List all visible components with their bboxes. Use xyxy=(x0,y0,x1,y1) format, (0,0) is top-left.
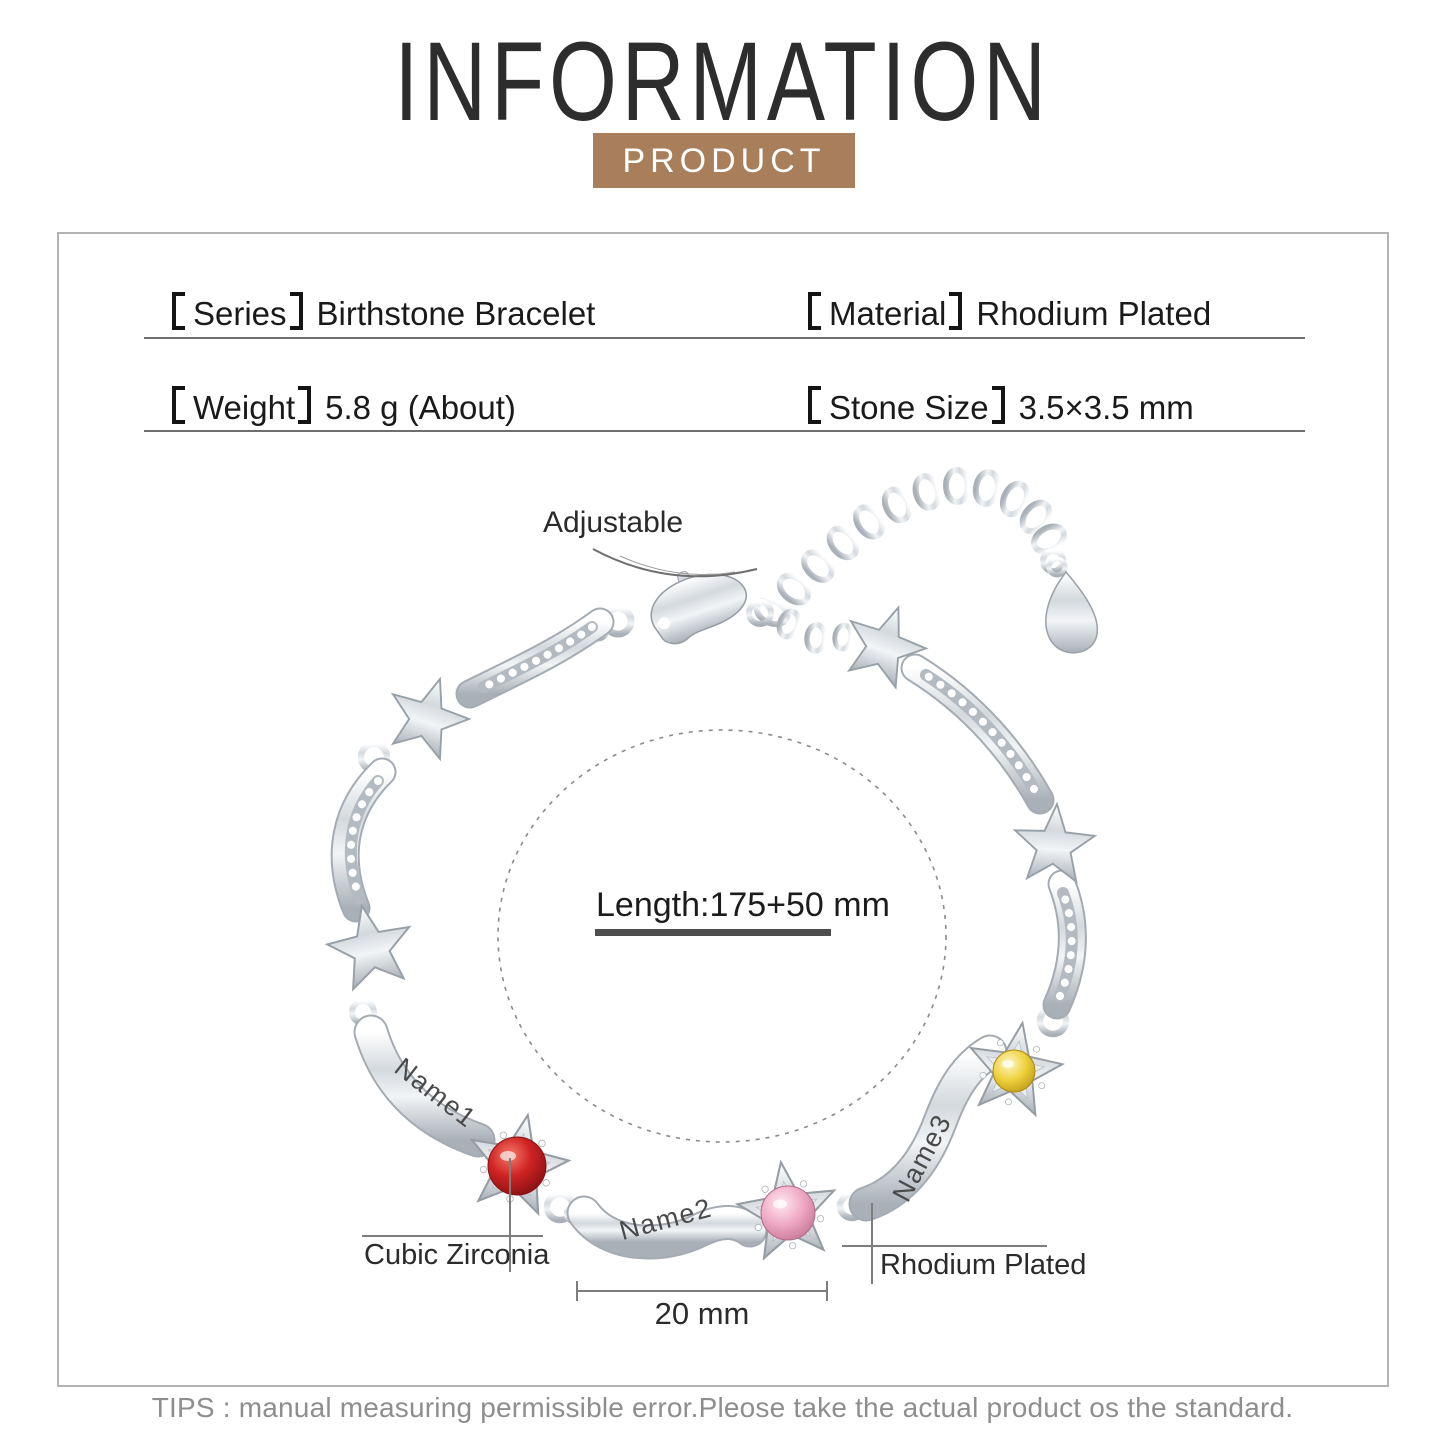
name2-bar xyxy=(566,1195,768,1260)
callout-lines xyxy=(362,1158,1047,1301)
teardrop-tag xyxy=(1045,556,1099,654)
adjustable-pointer-line-2 xyxy=(619,555,736,576)
bracket-open-icon xyxy=(172,292,185,330)
spec-weight-label: Weight xyxy=(193,389,296,426)
stone-yellow xyxy=(992,1049,1036,1093)
spec-divider-2 xyxy=(144,430,1305,432)
bracket-close-icon xyxy=(991,386,1005,424)
length-label: Length:175+50 mm xyxy=(596,886,890,924)
spec-material-value: Rhodium Plated xyxy=(976,295,1212,332)
star-charm-red xyxy=(458,1103,578,1219)
pave-bar-top-left xyxy=(455,607,615,709)
bracket-open-icon xyxy=(172,386,185,424)
adjustable-pointer-line xyxy=(592,548,758,578)
bracket-close-icon xyxy=(298,386,312,424)
stone-red xyxy=(487,1136,547,1196)
dashed-guide-circle xyxy=(497,729,947,1143)
page-title: INFORMATION xyxy=(394,19,1051,144)
spec-series: Series Birthstone Bracelet xyxy=(172,287,595,333)
name1-bar xyxy=(353,1014,496,1158)
spec-series-label: Series xyxy=(193,295,287,332)
star-charm-mid-left xyxy=(319,896,421,994)
spec-stone-size-value: 3.5×3.5 mm xyxy=(1018,389,1194,426)
bracket-close-icon xyxy=(949,292,963,330)
product-badge: PRODUCT xyxy=(593,133,855,188)
pave-bar-left xyxy=(330,757,397,923)
spec-weight-value: 5.8 g (About) xyxy=(325,389,516,426)
spec-divider-1 xyxy=(144,337,1305,339)
spec-weight: Weight 5.8 g (About) xyxy=(172,381,516,427)
name3-bar xyxy=(848,1034,1008,1222)
cubic-zirconia-label: Cubic Zirconia xyxy=(364,1239,550,1271)
rhodium-plated-label: Rhodium Plated xyxy=(880,1249,1087,1281)
star-charm-right xyxy=(1010,800,1098,884)
spec-material-label: Material xyxy=(829,295,947,332)
spec-material: Material Rhodium Plated xyxy=(808,287,1211,333)
extension-chain xyxy=(753,467,1067,628)
width-measure-label: 20 mm xyxy=(654,1296,750,1331)
adjustable-label: Adjustable xyxy=(543,506,684,539)
star-charm-upper-left xyxy=(377,665,479,765)
bracket-open-icon xyxy=(808,292,821,330)
link-ring xyxy=(832,622,854,652)
spec-stone-size: Stone Size 3.5×3.5 mm xyxy=(808,381,1194,427)
pave-bar-right-lower xyxy=(1042,869,1087,1020)
stone-pink xyxy=(760,1185,816,1241)
spec-stone-size-label: Stone Size xyxy=(829,389,989,426)
spec-series-value: Birthstone Bracelet xyxy=(316,295,596,332)
lobster-clasp xyxy=(586,571,828,654)
bracket-open-icon xyxy=(808,386,821,424)
length-underline-bar xyxy=(595,929,831,936)
star-charm-pink xyxy=(731,1154,844,1262)
tips-note: TIPS : manual measuring permissible erro… xyxy=(151,1392,1294,1423)
bracket-close-icon xyxy=(289,292,303,330)
pave-bar-right-upper xyxy=(900,653,1055,815)
star-charm-yellow xyxy=(960,1013,1070,1119)
